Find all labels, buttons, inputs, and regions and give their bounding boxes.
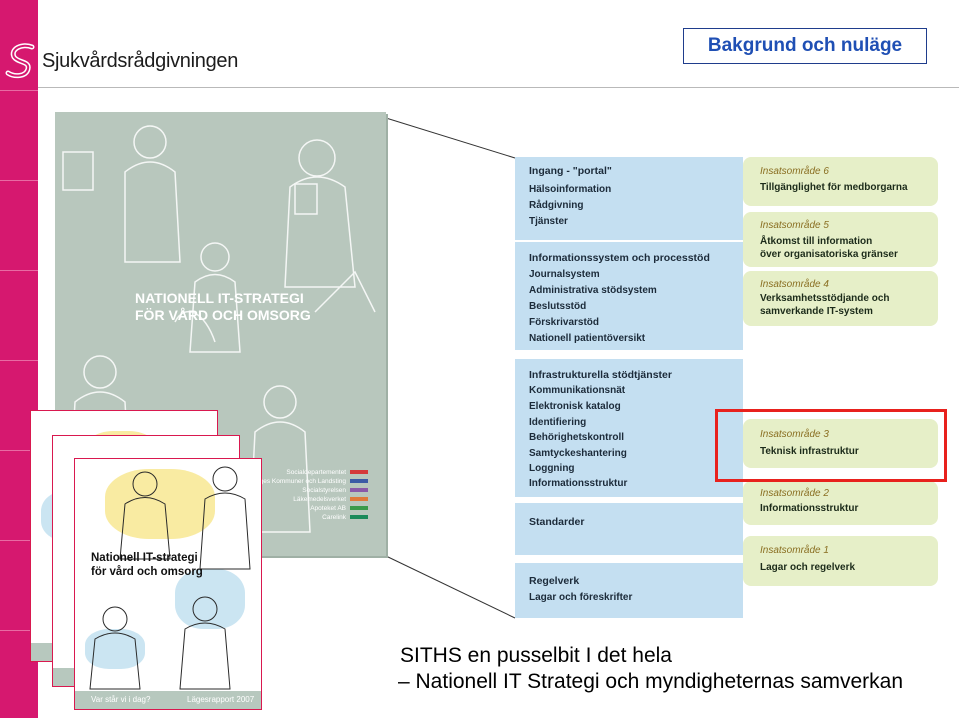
block-regelverk: Regelverk Lagar och föreskrifter xyxy=(515,563,743,618)
cover-title: NATIONELL IT-STRATEGI FÖR VÅRD OCH OMSOR… xyxy=(135,290,355,324)
insatsomrade-5: Insatsområde 5 Åtkomst till information … xyxy=(743,212,938,267)
publisher-item: Sveriges Kommuner och Landsting xyxy=(245,477,368,486)
caption-line-2: – Nationell IT Strategi och myndighetern… xyxy=(398,670,903,694)
report-illustration xyxy=(75,459,261,709)
block-infrastruktur: Infrastrukturella stödtjänster Kommunika… xyxy=(515,359,743,497)
report-footer: Var står vi i dag? Lägesrapport 2007 xyxy=(75,691,261,709)
publisher-item: Socialdepartementet xyxy=(245,468,368,477)
publisher-item: Läkemedelsverket xyxy=(245,495,368,504)
insatsomrade-4: Insatsområde 4 Verksamhetsstödjande och … xyxy=(743,271,938,326)
publisher-item: Carelink xyxy=(245,513,368,522)
cover-publisher-list: Socialdepartementet Sveriges Kommuner oc… xyxy=(245,468,368,522)
publisher-item: Socialstyrelsen xyxy=(245,486,368,495)
highlight-frame xyxy=(715,409,947,482)
publisher-item: Apoteket AB xyxy=(245,504,368,513)
insatsomrade-1: Insatsområde 1 Lagar och regelverk xyxy=(743,536,938,586)
report-title: Nationell IT-strategi för vård och omsor… xyxy=(91,551,203,579)
block-informationssystem: Informationssystem och processtöd Journa… xyxy=(515,242,743,350)
block-ingang: Ingang - "portal" Hälsoinformation Rådgi… xyxy=(515,157,743,240)
caption-line-1: SITHS en pusselbit I det hela xyxy=(400,644,672,668)
block-standarder: Standarder xyxy=(515,503,743,555)
insatsomrade-6: Insatsområde 6 Tillgänglighet för medbor… xyxy=(743,157,938,206)
report-cover-front: Nationell IT-strategi för vård och omsor… xyxy=(74,458,262,710)
insatsomrade-2: Insatsområde 2 Informationsstruktur xyxy=(743,481,938,525)
